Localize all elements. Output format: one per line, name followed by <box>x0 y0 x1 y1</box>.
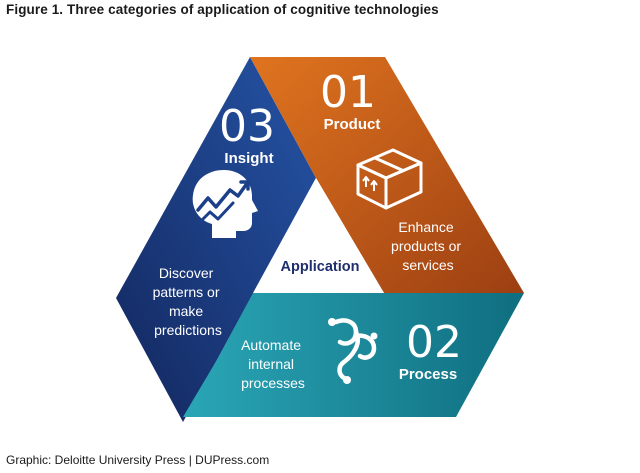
process-description: Automate internal processes <box>241 337 305 391</box>
insight-segment <box>116 57 316 422</box>
insight-label: Insight <box>224 150 273 167</box>
product-segment <box>250 57 524 293</box>
figure-title: Figure 1. Three categories of applicatio… <box>6 2 439 17</box>
product-label: Product <box>324 116 381 133</box>
process-number: 02 <box>406 317 462 368</box>
process-label: Process <box>399 366 457 383</box>
process-flow-icon <box>328 318 378 384</box>
center-label: Application <box>281 259 360 275</box>
head-trend-icon <box>192 170 258 238</box>
product-description: Enhance products or services <box>391 219 465 273</box>
package-box-icon <box>356 148 423 210</box>
center-triangle <box>253 178 384 293</box>
insight-description: Discover patterns or make predictions <box>153 265 224 338</box>
product-number: 01 <box>320 67 376 118</box>
insight-number: 03 <box>219 101 275 152</box>
graphic-credit: Graphic: Deloitte University Press | DUP… <box>6 453 270 467</box>
